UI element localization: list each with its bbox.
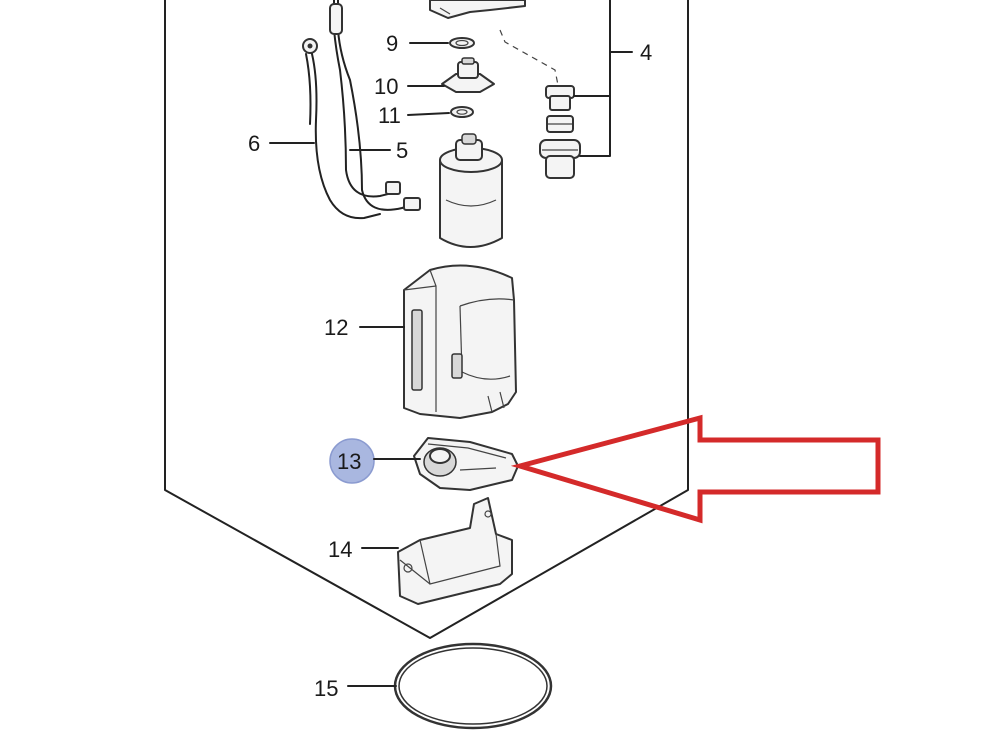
- callout-9: 9: [386, 31, 398, 56]
- callout-6: 6: [248, 131, 260, 156]
- callout-13: 13: [337, 449, 361, 474]
- fuel-filter-cylinder: [439, 133, 503, 248]
- callout-11: 11: [378, 103, 401, 128]
- top-fitting: [429, 0, 526, 19]
- part-4-leader: [573, 0, 633, 157]
- part-12-pump-holder: [403, 264, 517, 419]
- wire-harness-5: [329, 0, 421, 211]
- wire-harness-6: [302, 38, 381, 220]
- part-10-connector: [441, 57, 495, 93]
- callout-14: 14: [328, 537, 352, 562]
- part-4-valve-upper: [545, 85, 575, 111]
- part-9-o-ring: [449, 37, 475, 49]
- callout-12: 12: [324, 315, 348, 340]
- part-15-o-ring: [393, 642, 553, 730]
- part-11-o-ring: [450, 106, 474, 118]
- callout-5: 5: [396, 138, 408, 163]
- callout-4: 4: [640, 40, 652, 65]
- callout-15: 15: [314, 676, 338, 701]
- part-11-leader: [407, 112, 450, 116]
- highlight-arrow: [510, 414, 881, 524]
- dashed-guide-line: [499, 29, 559, 86]
- part-14-bottom-cover: [397, 497, 513, 605]
- assembly-enclosure-outline: [164, 0, 689, 639]
- part-13-fuel-strainer: [413, 437, 519, 491]
- callout-13-highlight-circle: [329, 438, 375, 484]
- callout-10: 10: [374, 74, 398, 99]
- part-4-valve-lower: [539, 115, 581, 179]
